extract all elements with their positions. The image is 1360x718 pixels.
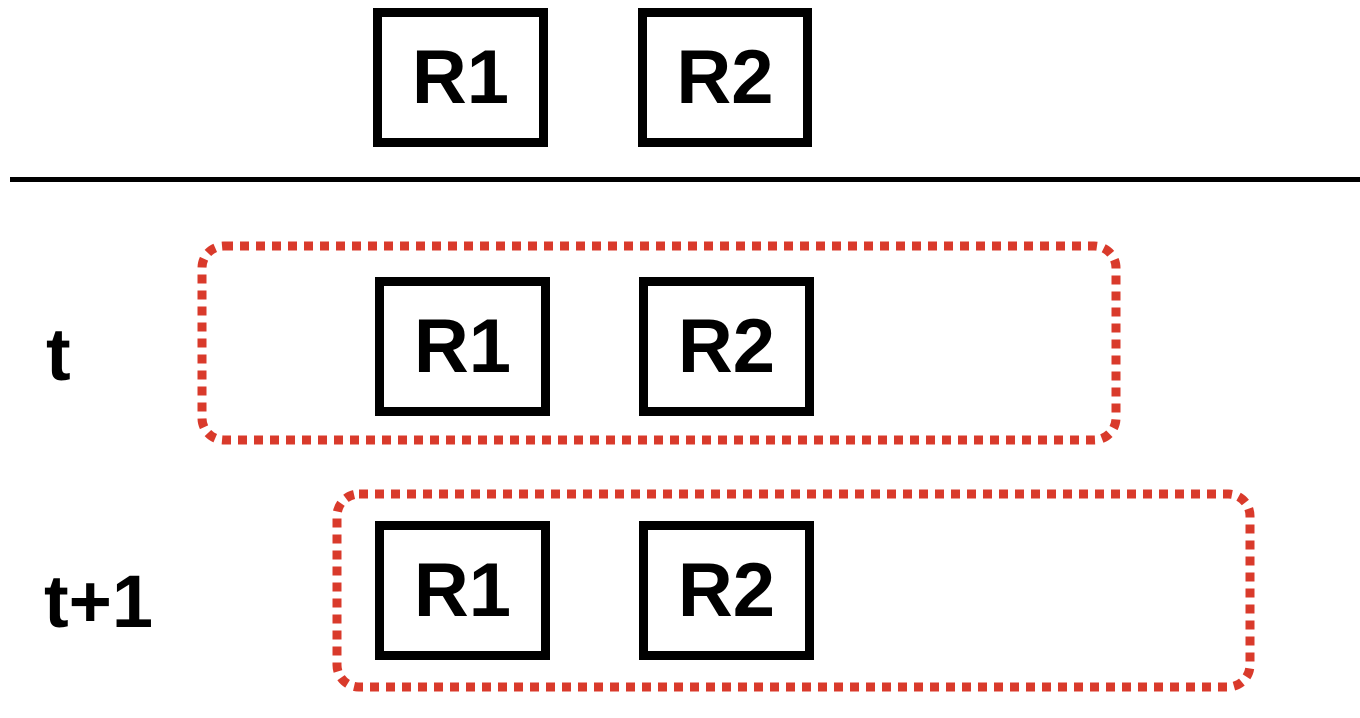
- divider-line: [10, 177, 1360, 182]
- row-t-box-r2-label: R2: [677, 303, 776, 389]
- row-t1-box-r2-label: R2: [677, 547, 776, 633]
- row-label-t-plus-1: t+1: [44, 560, 154, 643]
- header-box-r1-label: R1: [411, 34, 510, 120]
- header-box-r2-label: R2: [676, 34, 774, 120]
- row-t-box-r1: R1: [375, 277, 550, 416]
- row-t-box-r2: R2: [639, 277, 814, 416]
- header-box-r2: R2: [638, 8, 812, 147]
- window-frame-t-plus-1: [332, 489, 1255, 692]
- row-t1-box-r1: R1: [375, 521, 550, 660]
- row-t1-box-r1-label: R1: [413, 547, 512, 633]
- row-label-t: t: [46, 313, 71, 396]
- row-t1-box-r2: R2: [639, 521, 814, 660]
- window-frame-t: [197, 241, 1121, 445]
- header-box-r1: R1: [373, 8, 548, 147]
- row-t-box-r1-label: R1: [413, 303, 512, 389]
